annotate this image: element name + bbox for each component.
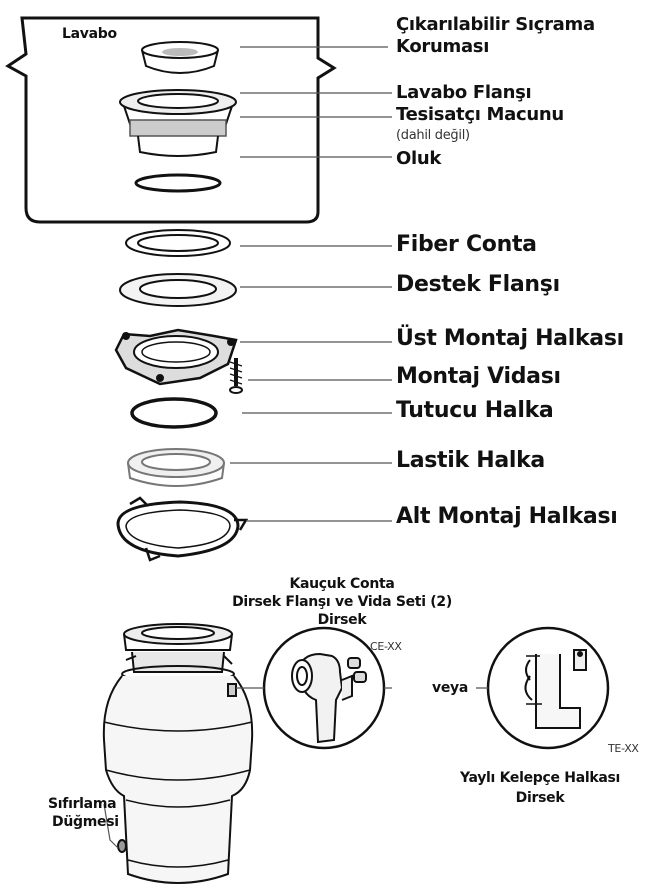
label-elbow-flange-set: Dirsek Flanşı ve Vida Seti (2) [232,594,452,610]
label-splash-guard-1: Çıkarılabilir Sıçrama [396,14,595,35]
label-rubber-gasket: Kauçuk Conta [289,576,395,592]
label-lower-mount-ring: Alt Montaj Halkası [396,504,618,529]
fiber-gasket-part [125,229,231,257]
label-upper-mount-ring: Üst Montaj Halkası [396,326,624,351]
label-ce-code: CE-XX [370,640,402,653]
label-fiber-gasket: Fiber Conta [396,232,537,257]
support-flange-part [119,273,237,307]
sink-basin [5,16,337,224]
label-support-flange: Destek Flanşı [396,272,560,297]
label-reset-1: Sıfırlama [48,796,117,812]
label-elbow-top: Dirsek [317,612,367,628]
label-plumbers-putty: Tesisatçı Macunu [396,104,564,125]
mount-screw-part [229,358,243,394]
label-retaining-ring: Tutucu Halka [396,398,554,423]
label-or: veya [432,680,468,696]
label-reset-2: Düğmesi [52,814,119,830]
lower-mount-ring-part [116,496,249,562]
sink-flange [119,89,237,193]
label-mount-screw: Montaj Vidası [396,364,561,389]
elbow-detail-te [486,626,610,750]
label-elbow-bottom: Dirsek [515,790,565,806]
connector-lines [103,46,488,849]
label-spring-clamp: Yaylı Kelepçe Halkası [459,770,621,786]
elbow-detail-ce [262,626,386,750]
upper-mount-ring-part [114,328,238,386]
label-splash-guard-2: Koruması [396,36,490,57]
label-not-included: (dahil değil) [396,128,470,143]
splash-guard [141,41,219,74]
retaining-ring-part [130,397,218,429]
label-te-code: TE-XX [608,742,639,755]
label-rubber-ring: Lastik Halka [396,448,545,473]
label-sink-flange: Lavabo Flanşı [396,82,532,103]
label-trough: Oluk [396,148,442,169]
disposer-unit [102,623,254,884]
rubber-ring-part [127,448,225,487]
label-lavabo: Lavabo [62,26,117,42]
